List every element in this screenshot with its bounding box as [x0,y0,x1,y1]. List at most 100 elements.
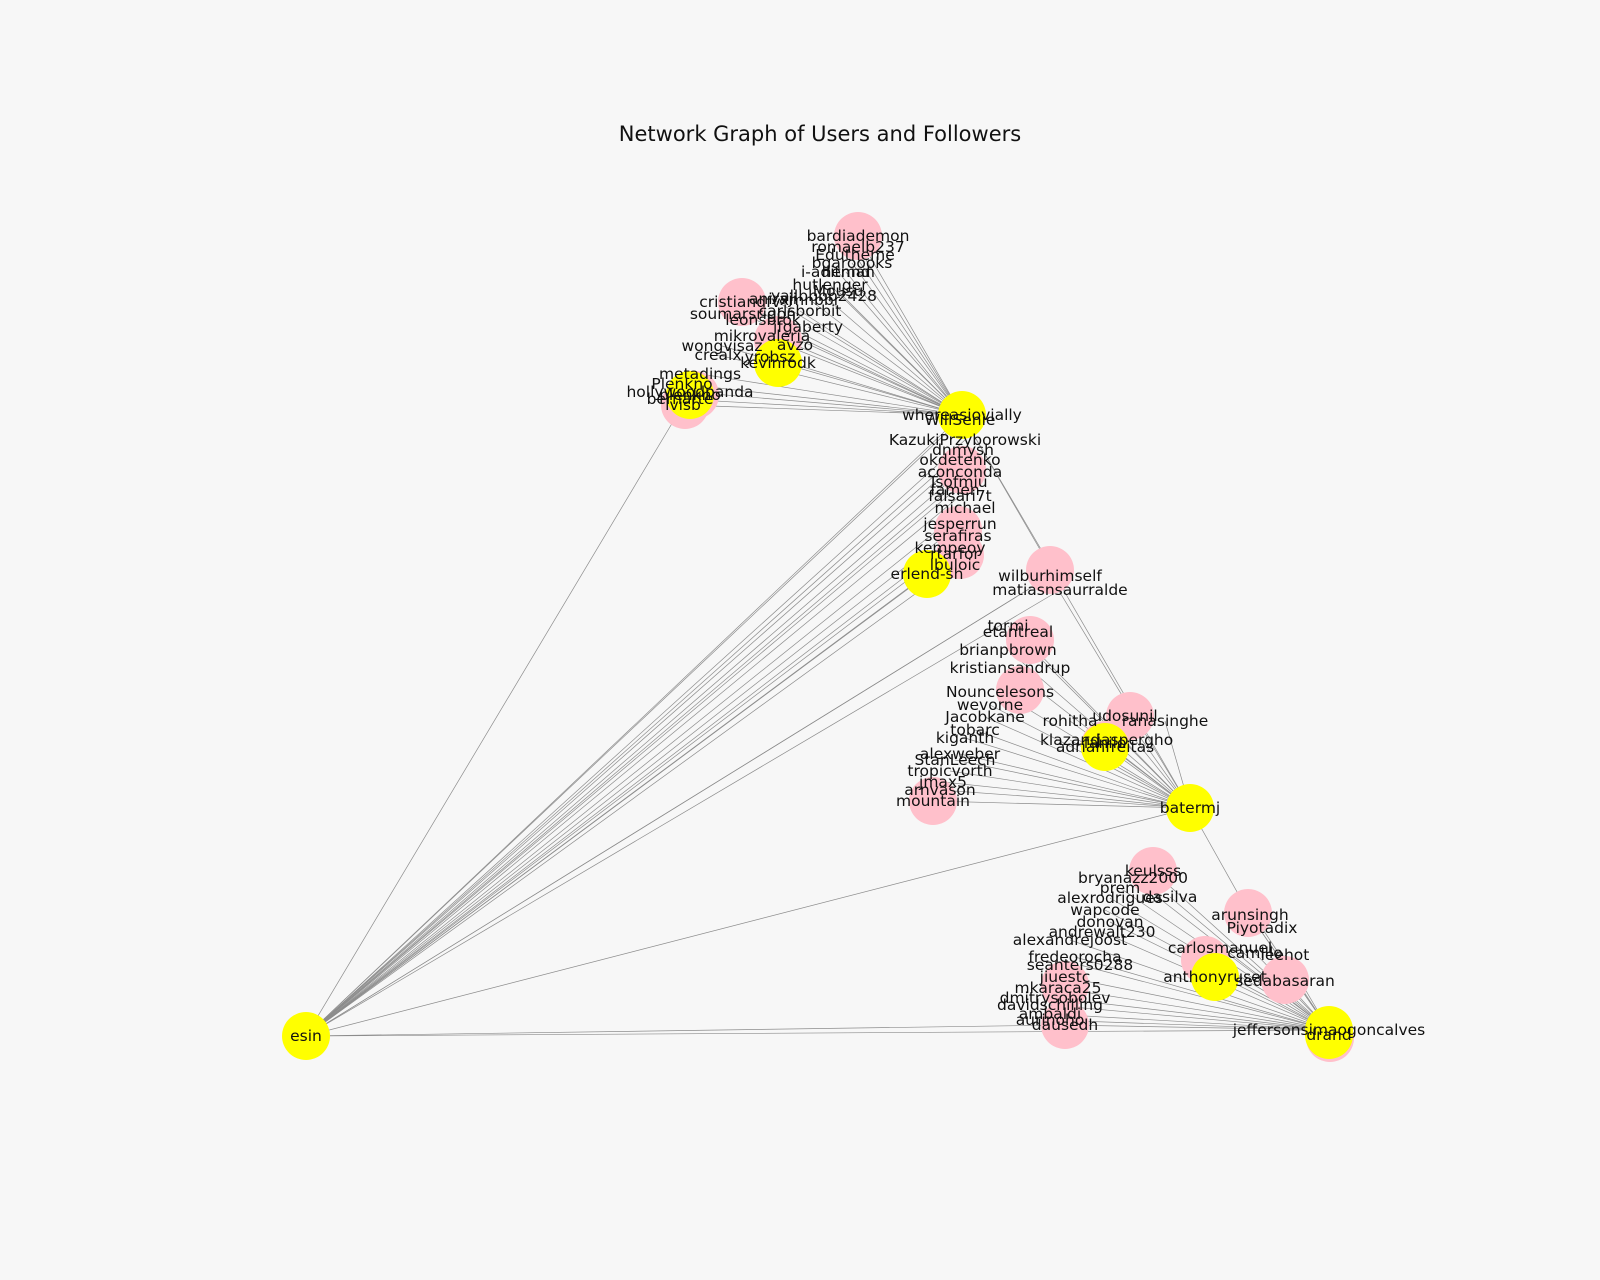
edge [689,391,963,416]
edge [305,573,928,1037]
follower-label: romaelb237 [811,238,904,256]
follower-label: kempeoy [914,539,985,557]
edge [1054,997,1330,1031]
follower-label: fanilo [1084,734,1127,752]
follower-label: wilburhimself [998,567,1102,585]
edge [305,547,951,1037]
follower-label: yrobsz [745,348,796,366]
edge [1057,987,1330,1031]
user-label-batermj: batermj [1160,799,1220,817]
follower-label: keulsss [1125,862,1181,880]
edge [1049,1019,1330,1031]
follower-label: yallbbbb2428 [771,287,877,305]
follower-label: wevorne [957,696,1023,714]
edge [959,753,1191,809]
user-label-anthonyruset: anthonyruset [1163,968,1267,986]
edge [974,729,1191,809]
follower-label: klazand [1040,731,1100,749]
follower-label: dmitrysobolev [1000,989,1111,1007]
follower-label: arunsingh [1211,906,1288,924]
edge [305,449,964,1037]
follower-node [834,212,882,260]
follower-label: seanters0288 [1027,956,1133,974]
edge [305,535,959,1037]
follower-label: lvisb [665,396,701,414]
follower-label: prem [1100,879,1141,897]
edge [305,1029,1330,1037]
follower-label: ranasinghe [1122,712,1209,730]
edge [305,489,956,1037]
edge [1049,1004,1330,1031]
follower-label: fredeorocha [1028,948,1121,966]
edge [799,310,963,416]
follower-label: andrewalt230 [1049,923,1156,941]
edge [1064,1024,1330,1031]
follower-label: WillSenie [925,411,996,429]
follower-label: jfgaberty [772,318,843,336]
edge [1049,575,1191,809]
edge [1064,976,1330,1031]
follower-node [1224,889,1272,937]
edge [949,770,1191,809]
follower-label: carlsborbit [759,302,842,320]
edge [823,295,963,416]
follower-label: xmnbbr [780,291,841,309]
edge [1017,631,1191,809]
user-label-drand: drand [1306,1026,1351,1044]
follower-label: jaspergho [1096,731,1174,749]
follower-label: leehot [1261,946,1310,964]
follower-label: sedabasaran [1235,972,1335,990]
follower-label: bryanazz2000 [1078,869,1188,887]
edge [1132,877,1330,1031]
user-label-whereasiovially: whereasiovially [902,406,1022,424]
follower-label: soumarsrigon [690,305,796,323]
edge [942,781,1191,809]
follower-label: dausedh [1032,1016,1098,1034]
follower-node [718,278,766,326]
edge [807,326,963,416]
user-node-anthonyruset [1191,953,1239,1001]
follower-label: mkaraca25 [1015,979,1102,997]
follower-label: okdetenko [919,451,1000,469]
edge [854,254,963,416]
follower-label: lbuloic [930,556,981,574]
edge [305,495,961,1037]
follower-label: falsari7t [928,487,991,505]
edge [964,737,1191,809]
edge [681,383,963,416]
follower-label: i-aditman [801,263,875,281]
follower-label: Nouncelesons [946,683,1054,701]
follower-label: jesperrun [922,515,996,533]
follower-label: davidschilling [997,996,1103,1014]
follower-label: aurinoho [1016,1011,1085,1029]
edge [837,271,963,416]
user-node-drand [1305,1011,1353,1059]
user-node-erlend-sh [903,550,951,598]
follower-label: Piyotadix [1227,919,1298,937]
follower-label: alexandrejoost [1013,931,1127,949]
edge [1049,1013,1330,1031]
follower-label: aconconda [918,463,1003,481]
follower-label: hollywoodpanda [626,383,753,401]
edge [857,235,963,416]
edge [772,298,963,416]
follower-node [1041,1001,1089,1049]
edge [305,471,961,1037]
edge [305,419,961,1037]
follower-label: wapcode [1070,901,1139,919]
follower-label: rtarfor [930,545,980,563]
follower-label: bernarte [647,390,714,408]
edge [837,290,963,416]
follower-label: StanLeech [914,751,995,769]
chart-title: Network Graph of Users and Followers [618,122,1022,146]
edge-layer [305,235,1330,1037]
follower-label: hutlenger [792,276,868,294]
edge [682,404,963,416]
follower-label: avzo [777,336,813,354]
edge [961,414,1191,809]
follower-label: Plenkno [651,375,712,393]
follower-label: alexrodrigues [1057,889,1163,907]
follower-label: ambaldi [1019,1005,1081,1023]
follower-label: mountain [896,792,970,810]
edge [305,523,961,1037]
